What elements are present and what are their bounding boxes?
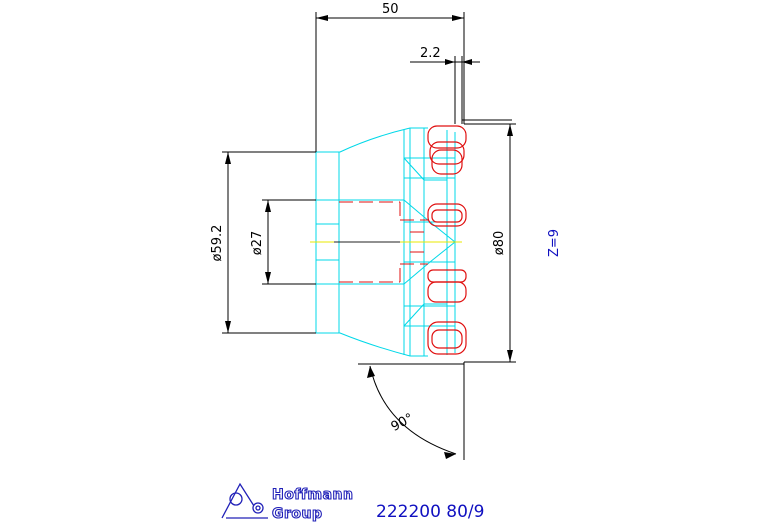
dim-cutter-diameter: ø80 — [492, 231, 507, 256]
hoffmann-group-logo: Hoffmann Group — [221, 482, 354, 523]
logo-line2: Group — [272, 506, 323, 522]
cutting-inserts — [427, 125, 467, 355]
part-number: 222200 80/9 — [376, 502, 484, 522]
hidden-bore-lines — [339, 201, 428, 283]
dim-offset: 2.2 — [420, 46, 441, 61]
insert-top — [427, 125, 467, 175]
insert-bottom — [427, 321, 467, 355]
teeth-count: Z=9 — [547, 229, 562, 257]
logo-line1: Hoffmann — [272, 487, 354, 503]
dimension-lines — [222, 12, 516, 460]
dim-overall-length: 50 — [382, 2, 399, 17]
insert-upper-mid — [427, 203, 467, 227]
dim-shank-diameter: ø59.2 — [210, 225, 225, 262]
logo-emblem-icon — [221, 482, 268, 519]
insert-lower-mid — [427, 269, 467, 303]
arrowheads — [225, 15, 513, 459]
dim-bore-diameter: ø27 — [250, 231, 265, 256]
